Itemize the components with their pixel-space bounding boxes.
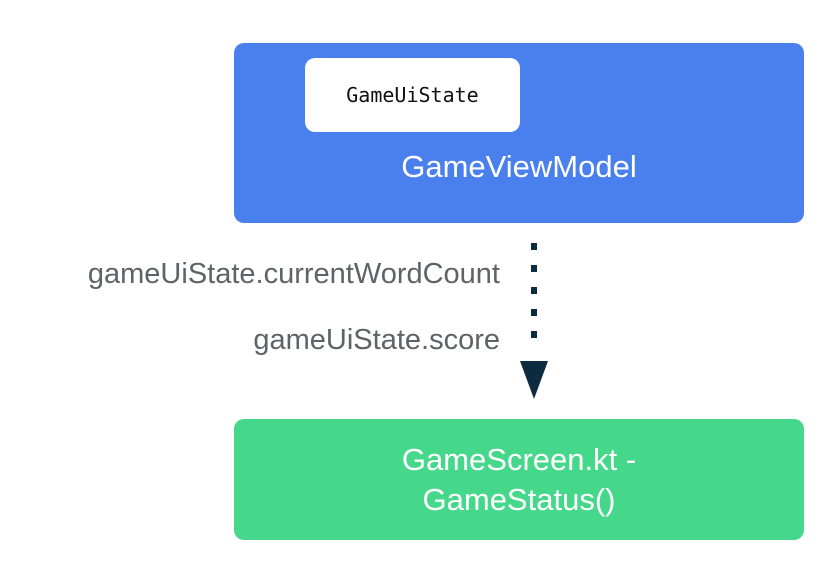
arrow-dot (531, 265, 537, 272)
arrow-dot (531, 287, 537, 294)
viewmodel-box: GameUiState GameViewModel (234, 43, 804, 223)
flow-label-score: gameUiState.score (253, 324, 500, 356)
flow-label-current-word-count: gameUiState.currentWordCount (87, 258, 500, 290)
arrow-dot (531, 243, 537, 250)
viewmodel-label: GameViewModel (401, 149, 637, 184)
game-screen-label-line2: GameStatus() (422, 481, 616, 517)
game-screen-label-line1: GameScreen.kt - (401, 441, 637, 477)
game-screen-box: GameScreen.kt - GameStatus() (234, 419, 804, 540)
arrow-dot (531, 309, 537, 316)
game-ui-state-label: GameUiState (346, 83, 479, 107)
data-flow-arrow (520, 243, 548, 399)
arrow-dot (531, 331, 537, 338)
game-ui-state-chip: GameUiState (305, 58, 520, 132)
arrow-head (520, 361, 548, 399)
